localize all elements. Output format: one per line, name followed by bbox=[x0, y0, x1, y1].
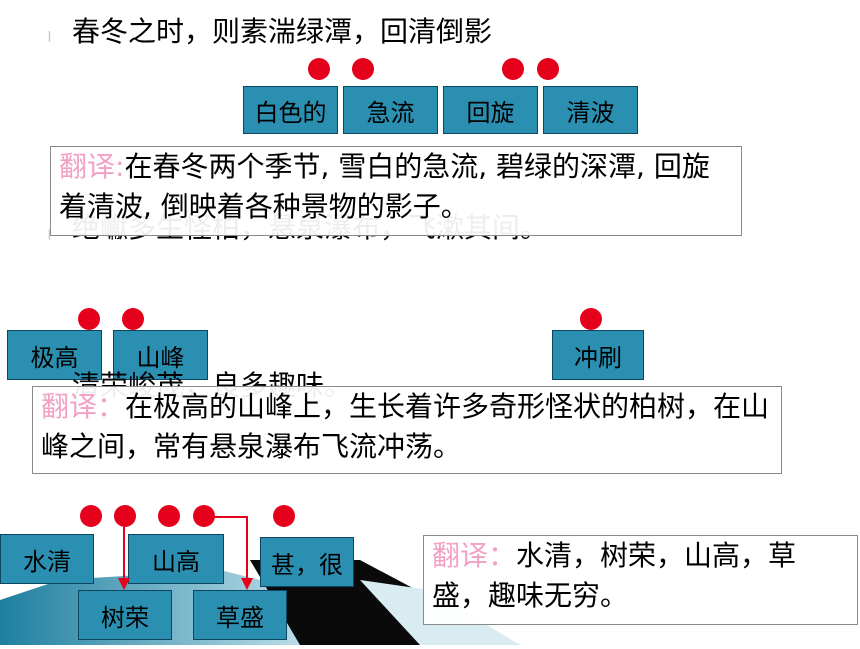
translation-label: 翻译： bbox=[41, 390, 126, 423]
translation-text: 在春冬两个季节, 雪白的急流, 碧绿的深潭, 回旋着清波, 倒映着各种景物的影子… bbox=[59, 150, 710, 223]
marker-dot bbox=[580, 308, 602, 330]
gloss-box: 山高 bbox=[128, 534, 224, 584]
gloss-box: 树荣 bbox=[78, 590, 172, 640]
bullet-icon: ⦚ bbox=[48, 30, 51, 46]
translation-box-2: 翻译：在极高的山峰上，生长着许多奇形怪状的柏树，在山峰之间，常有悬泉瀑布飞流冲荡… bbox=[32, 386, 782, 474]
translation-text: 水清，树荣，山高，草盛，趣味无穷。 bbox=[432, 539, 797, 612]
gloss-box: 水清 bbox=[0, 534, 94, 584]
gloss-box: 草盛 bbox=[193, 590, 287, 640]
marker-dot bbox=[273, 505, 295, 527]
translation-label: 翻译: bbox=[59, 150, 125, 183]
marker-dot bbox=[158, 505, 180, 527]
translation-label: 翻译： bbox=[432, 539, 517, 572]
bullet-icon: ⦚ bbox=[48, 228, 51, 244]
gloss-box: 山峰 bbox=[113, 330, 208, 380]
marker-dot bbox=[80, 505, 102, 527]
gloss-box: 冲刷 bbox=[552, 330, 644, 380]
gloss-box: 甚，很 bbox=[260, 537, 354, 587]
marker-dot bbox=[537, 58, 559, 80]
marker-dot bbox=[352, 58, 374, 80]
marker-dot bbox=[78, 308, 100, 330]
gloss-box: 清波 bbox=[543, 86, 638, 134]
marker-dot bbox=[308, 58, 330, 80]
marker-dot bbox=[122, 308, 144, 330]
marker-dot bbox=[193, 505, 215, 527]
gloss-box: 急流 bbox=[343, 86, 438, 134]
marker-dot bbox=[502, 58, 524, 80]
marker-dot bbox=[114, 505, 136, 527]
gloss-box: 极高 bbox=[7, 330, 102, 380]
translation-box-3: 翻译：水清，树荣，山高，草盛，趣味无穷。 bbox=[423, 535, 858, 625]
translation-text: 在极高的山峰上，生长着许多奇形怪状的柏树，在山峰之间，常有悬泉瀑布飞流冲荡。 bbox=[41, 390, 770, 463]
translation-box-1: 翻译:在春冬两个季节, 雪白的急流, 碧绿的深潭, 回旋着清波, 倒映着各种景物… bbox=[50, 146, 742, 236]
gloss-box: 回旋 bbox=[443, 86, 538, 134]
gloss-box: 白色的 bbox=[243, 86, 338, 134]
sentence-1: 春冬之时，则素湍绿潭，回清倒影 bbox=[72, 15, 493, 48]
